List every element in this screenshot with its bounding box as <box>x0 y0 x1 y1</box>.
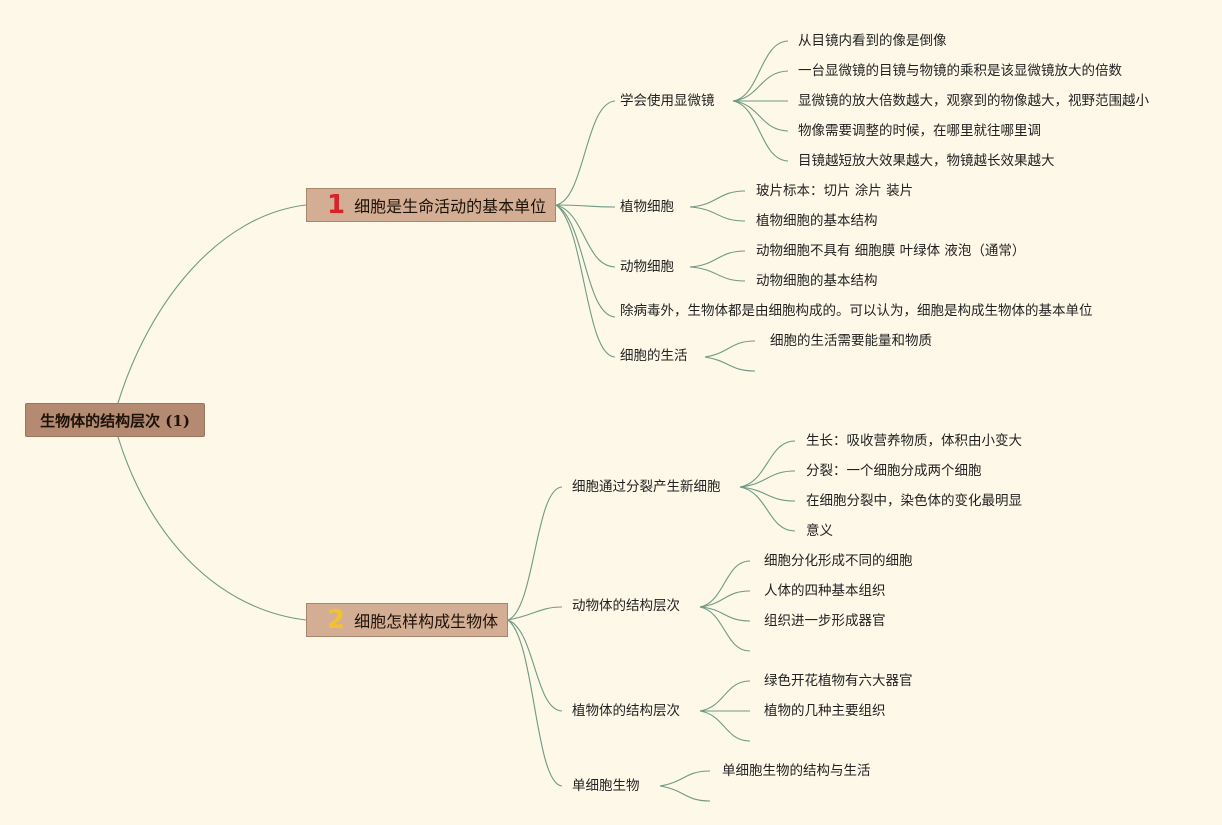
leaf-microscope-3[interactable]: 显微镜的放大倍数越大，观察到的物像越大，视野范围越小 <box>798 93 1149 109</box>
leaf-division-1[interactable]: 生长：吸收营养物质，体积由小变大 <box>806 433 1022 449</box>
number-2-badge: 2 <box>327 605 346 635</box>
link-root-b2 <box>117 436 307 621</box>
branch-1-label: 细胞是生命活动的基本单位 <box>354 197 547 216</box>
topic-plant-cell[interactable]: 植物细胞 <box>620 199 674 215</box>
leaf-plant-cell-2[interactable]: 植物细胞的基本结构 <box>756 213 878 229</box>
leaf-microscope-5[interactable]: 目镜越短放大效果越大，物镜越长效果越大 <box>798 153 1055 169</box>
topic-animal-cell[interactable]: 动物细胞 <box>620 259 674 275</box>
leaf-plant-cell-1[interactable]: 玻片标本：切片 涂片 装片 <box>756 183 914 199</box>
topic-microscope[interactable]: 学会使用显微镜 <box>620 93 715 109</box>
topic-animal-levels[interactable]: 动物体的结构层次 <box>572 598 680 614</box>
leaf-microscope-4[interactable]: 物像需要调整的时候，在哪里就往哪里调 <box>798 123 1041 139</box>
leaf-cell-life-1[interactable]: 细胞的生活需要能量和物质 <box>770 333 932 349</box>
link-root-b1 <box>117 204 307 404</box>
leaf-microscope-1[interactable]: 从目镜内看到的像是倒像 <box>798 33 947 49</box>
leaf-division-3[interactable]: 在细胞分裂中，染色体的变化最明显 <box>806 493 1022 509</box>
topic-plant-levels[interactable]: 植物体的结构层次 <box>572 703 680 719</box>
root-node[interactable]: 生物体的结构层次 (1) <box>25 403 205 437</box>
leaf-animal-levels-2[interactable]: 人体的四种基本组织 <box>764 583 886 599</box>
branch-2-node[interactable]: 2 细胞怎样构成生物体 <box>306 603 508 637</box>
leaf-animal-levels-3[interactable]: 组织进一步形成器官 <box>764 613 886 629</box>
number-1-badge: 1 <box>327 190 346 220</box>
leaf-animal-cell-2[interactable]: 动物细胞的基本结构 <box>756 273 878 289</box>
topic-unicellular[interactable]: 单细胞生物 <box>572 778 640 794</box>
root-label: 生物体的结构层次 (1) <box>40 411 190 430</box>
leaf-animal-levels-1[interactable]: 细胞分化形成不同的细胞 <box>764 553 913 569</box>
leaf-unicellular-1[interactable]: 单细胞生物的结构与生活 <box>722 763 871 779</box>
leaf-microscope-2[interactable]: 一台显微镜的目镜与物镜的乘积是该显微镜放大的倍数 <box>798 63 1122 79</box>
topic-cell-life[interactable]: 细胞的生活 <box>620 348 688 364</box>
topic-virus-note[interactable]: 除病毒外，生物体都是由细胞构成的。可以认为，细胞是构成生物体的基本单位 <box>620 303 1093 319</box>
leaf-division-2[interactable]: 分裂：一个细胞分成两个细胞 <box>806 463 982 479</box>
leaf-animal-cell-1[interactable]: 动物细胞不具有 细胞膜 叶绿体 液泡（通常） <box>756 243 1026 259</box>
branch-1-node[interactable]: 1 细胞是生命活动的基本单位 <box>306 188 556 222</box>
branch-2-label: 细胞怎样构成生物体 <box>354 612 499 631</box>
leaf-plant-levels-1[interactable]: 绿色开花植物有六大器官 <box>764 673 913 689</box>
leaf-division-4[interactable]: 意义 <box>806 523 833 539</box>
topic-cell-division[interactable]: 细胞通过分裂产生新细胞 <box>572 479 721 495</box>
leaf-plant-levels-2[interactable]: 植物的几种主要组织 <box>764 703 886 719</box>
